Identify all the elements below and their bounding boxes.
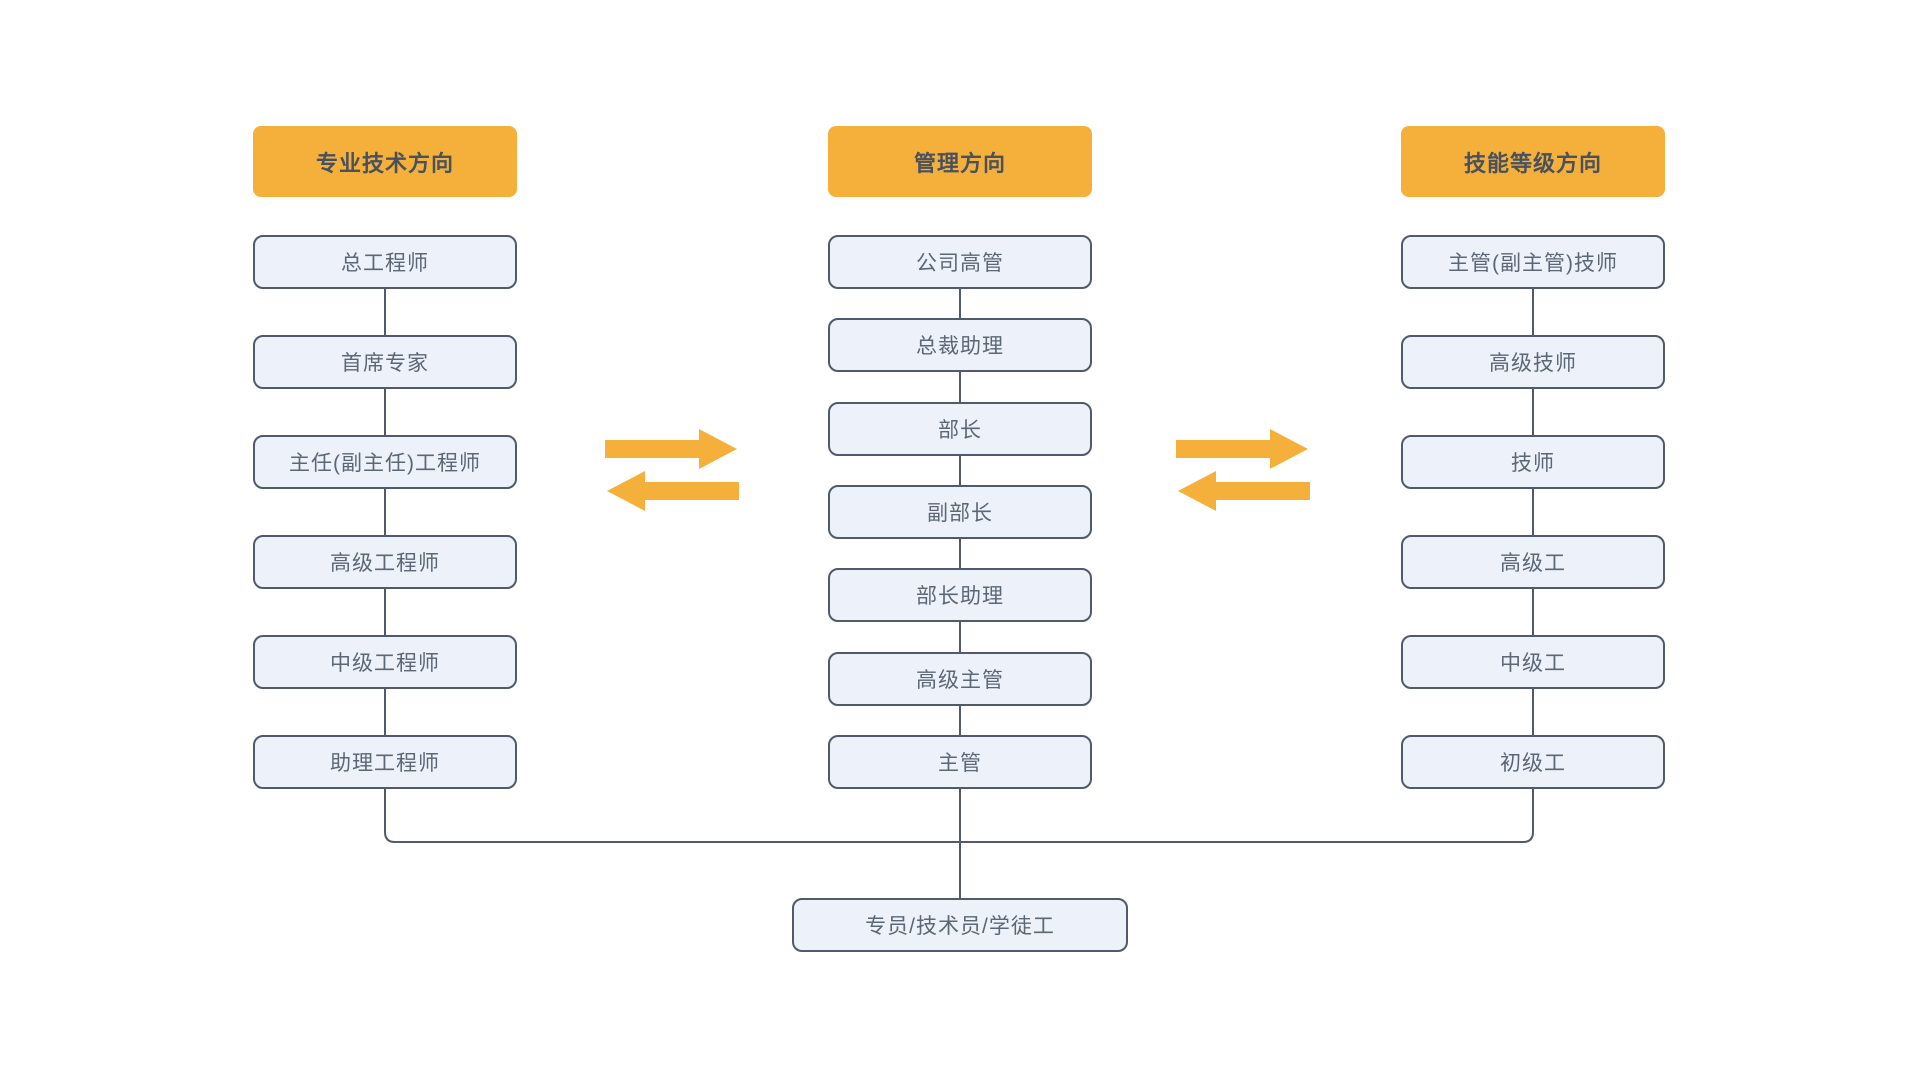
node-intermediate-worker: 中级工 <box>1401 635 1665 689</box>
node-president-assistant: 总裁助理 <box>828 318 1092 372</box>
node-specialist-technician-apprentice: 专员/技术员/学徒工 <box>792 898 1128 952</box>
node-assistant-engineer: 助理工程师 <box>253 735 517 789</box>
exchange-arrows-icon-left <box>605 429 739 511</box>
node-chief-engineer: 总工程师 <box>253 235 517 289</box>
node-supervisor-technician: 主管(副主管)技师 <box>1401 235 1665 289</box>
node-deputy-department-head: 副部长 <box>828 485 1092 539</box>
node-department-head-assistant: 部长助理 <box>828 568 1092 622</box>
node-supervisor: 主管 <box>828 735 1092 789</box>
node-department-head: 部长 <box>828 402 1092 456</box>
column-header-skill-level: 技能等级方向 <box>1401 126 1665 197</box>
node-intermediate-engineer: 中级工程师 <box>253 635 517 689</box>
node-senior-engineer: 高级工程师 <box>253 535 517 589</box>
column-header-professional-technical: 专业技术方向 <box>253 126 517 197</box>
node-director-engineer: 主任(副主任)工程师 <box>253 435 517 489</box>
node-senior-supervisor: 高级主管 <box>828 652 1092 706</box>
node-junior-worker: 初级工 <box>1401 735 1665 789</box>
node-technician: 技师 <box>1401 435 1665 489</box>
node-company-executive: 公司高管 <box>828 235 1092 289</box>
node-senior-technician: 高级技师 <box>1401 335 1665 389</box>
node-chief-expert: 首席专家 <box>253 335 517 389</box>
exchange-arrows-icon-right <box>1176 429 1310 511</box>
column-header-management: 管理方向 <box>828 126 1092 197</box>
node-senior-worker: 高级工 <box>1401 535 1665 589</box>
